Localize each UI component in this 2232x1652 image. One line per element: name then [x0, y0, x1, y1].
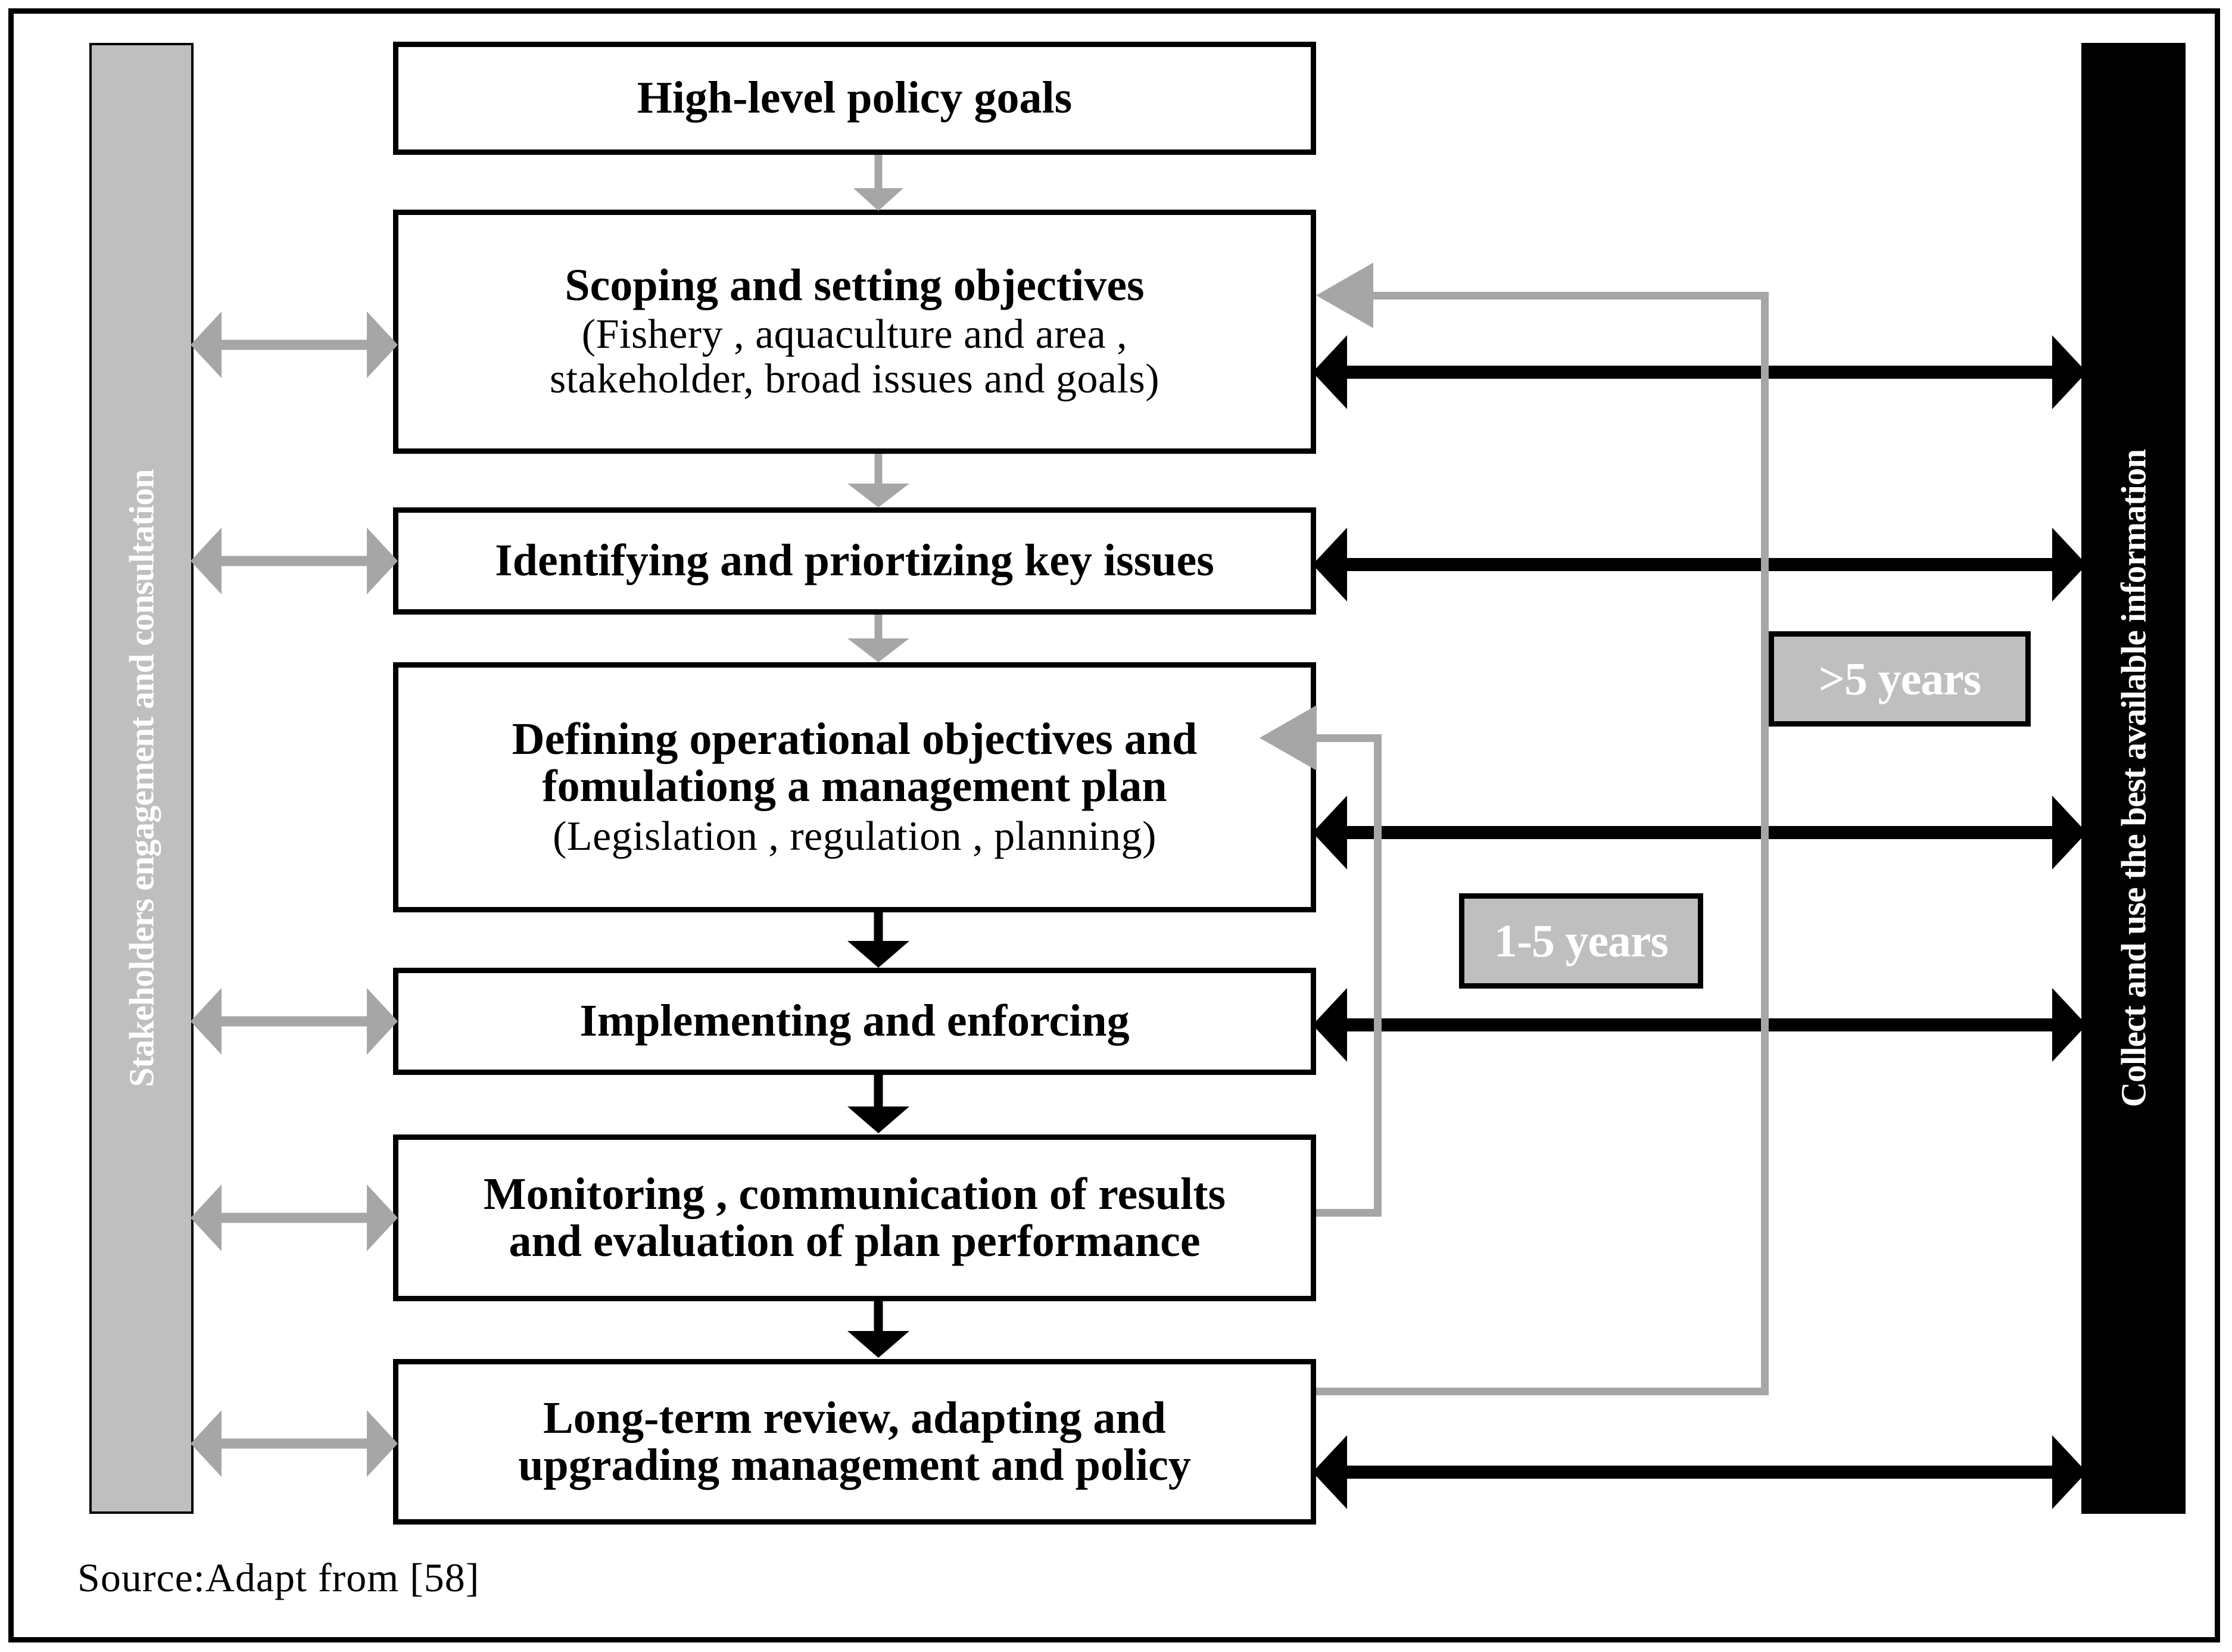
cycle-tag-short: 1-5 years	[1459, 893, 1703, 989]
step-box-operational-objectives[interactable]: Defining operational objectives and fomu…	[393, 662, 1316, 912]
feedback-short-cycle-seg-bottom	[1316, 1209, 1382, 1217]
information-link-scoping	[1313, 325, 2087, 420]
cycle-tag-long-label: >5 years	[1818, 653, 1982, 705]
feedback-short-cycle-seg-vertical	[1374, 734, 1382, 1217]
sidebar-stakeholders: Stakeholders engagement and consultation	[89, 43, 194, 1514]
sidebar-information: Collect and use the best available infor…	[2081, 43, 2186, 1514]
step-title-scoping: Scoping and setting objectives	[565, 260, 1145, 311]
feedback-short-cycle-arrowhead	[1260, 705, 1317, 771]
stakeholder-link-scoping	[191, 301, 398, 389]
cycle-tag-short-label: 1-5 years	[1494, 915, 1669, 967]
source-caption: Source:Adapt from [58]	[77, 1555, 480, 1600]
step-box-scoping[interactable]: Scoping and setting objectives (Fishery …	[393, 210, 1316, 454]
step-title-monitoring: Monitoring , communication of results an…	[483, 1168, 1226, 1266]
step-subtitle-scoping: (Fishery , aquaculture and area , stakeh…	[549, 311, 1160, 402]
step-title-implementing: Implementing and enforcing	[579, 996, 1130, 1046]
flow-arrow-implementing-to-monitoring	[810, 1075, 947, 1134]
step-title-policy-goals: High-level policy goals	[637, 73, 1073, 123]
step-title-long-term-review: Long-term review, adapting and upgrading…	[518, 1392, 1191, 1490]
information-link-long-term-review	[1313, 1425, 2087, 1520]
step-box-policy-goals[interactable]: High-level policy goals	[393, 42, 1316, 155]
step-subtitle-operational-objectives: (Legislation , regulation , planning)	[553, 813, 1156, 859]
step-box-long-term-review[interactable]: Long-term review, adapting and upgrading…	[393, 1359, 1316, 1525]
step-title-operational-objectives: Defining operational objectives and fomu…	[512, 713, 1198, 811]
sidebar-information-label: Collect and use the best available infor…	[2113, 449, 2153, 1108]
feedback-long-cycle-seg-bottom	[1316, 1388, 1769, 1395]
step-box-implementing[interactable]: Implementing and enforcing	[393, 968, 1316, 1075]
stakeholder-link-implementing	[191, 977, 398, 1065]
feedback-short-cycle-seg-top	[1316, 734, 1382, 742]
information-link-implementing	[1313, 977, 2087, 1073]
flow-arrow-policy-goals-to-scoping	[810, 155, 947, 211]
flow-arrow-monitoring-to-long-term-review	[810, 1301, 947, 1359]
cycle-tag-long: >5 years	[1769, 631, 2031, 727]
flow-arrow-operational-objectives-to-implementing	[810, 912, 947, 968]
feedback-long-cycle-arrowhead	[1316, 263, 1373, 328]
flow-arrow-scoping-to-key-issues	[810, 454, 947, 507]
information-link-key-issues	[1313, 517, 2087, 612]
feedback-long-cycle-seg-vertical	[1761, 292, 1769, 1395]
step-title-key-issues: Identifying and priortizing key issues	[495, 535, 1214, 586]
stakeholder-link-key-issues	[191, 517, 398, 605]
stakeholder-link-long-term-review	[191, 1399, 398, 1488]
stakeholder-link-monitoring	[191, 1174, 398, 1262]
flow-arrow-key-issues-to-operational-objectives	[810, 615, 947, 662]
feedback-long-cycle-seg-top	[1373, 292, 1769, 300]
step-box-monitoring[interactable]: Monitoring , communication of results an…	[393, 1134, 1316, 1301]
sidebar-stakeholders-label: Stakeholders engagement and consultation	[121, 469, 161, 1087]
information-link-operational-objectives	[1313, 785, 2087, 880]
step-box-key-issues[interactable]: Identifying and priortizing key issues	[393, 507, 1316, 615]
